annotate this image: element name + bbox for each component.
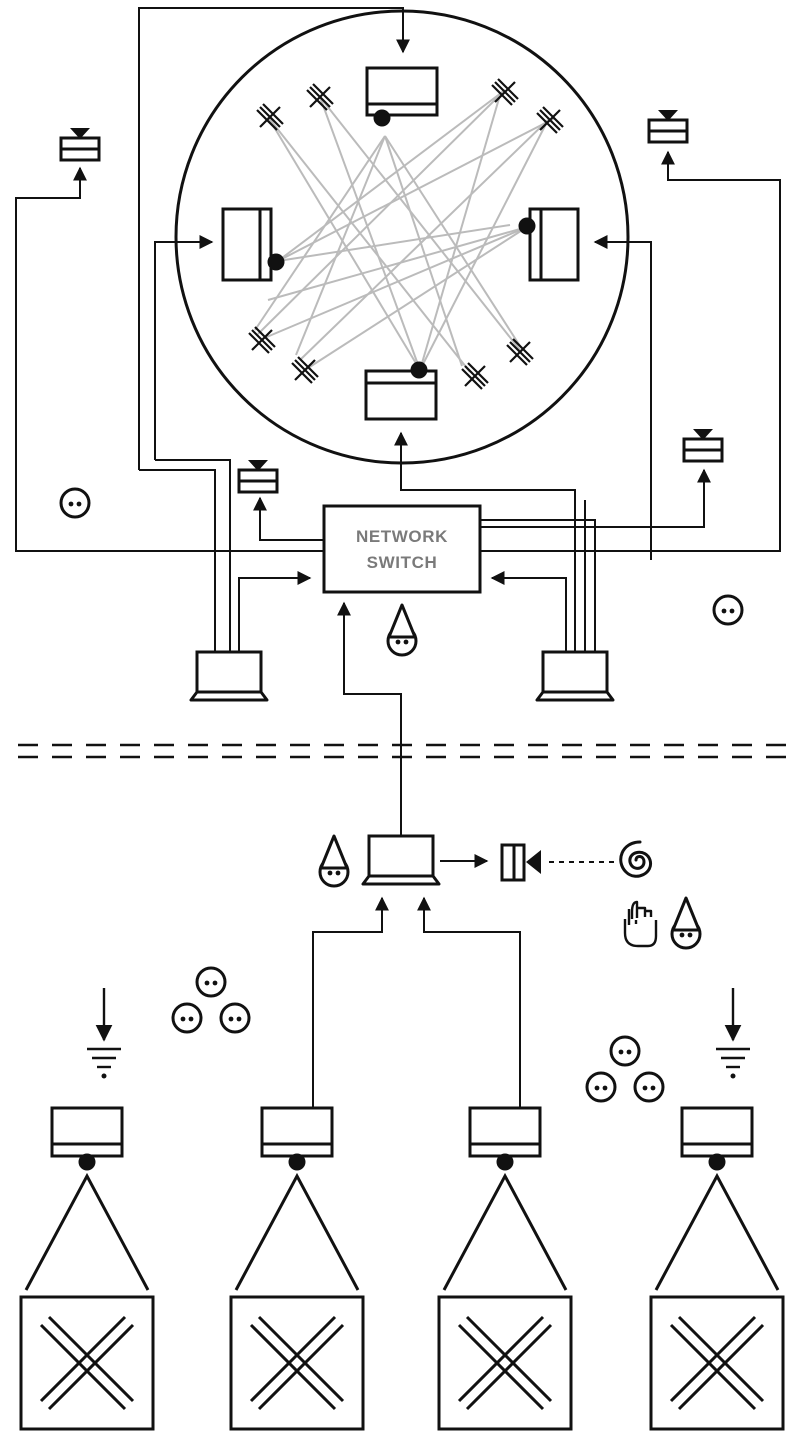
screen-box-icon bbox=[229, 1295, 365, 1431]
projector-icon bbox=[680, 1106, 754, 1171]
pointing-hand-icon bbox=[623, 900, 658, 948]
light-emitter-icon bbox=[237, 460, 279, 494]
projector-screen-rig bbox=[437, 1106, 573, 1431]
dashed-divider bbox=[18, 743, 797, 759]
network-switch: NETWORK SWITCH bbox=[322, 504, 482, 594]
ceiling-fixtures bbox=[87, 988, 750, 1079]
projector-screen-rig bbox=[19, 1106, 155, 1431]
ceiling-light-icon bbox=[87, 988, 121, 1079]
x-marker-icon bbox=[291, 356, 319, 384]
people bbox=[59, 487, 744, 1103]
laptop-icon bbox=[535, 650, 615, 702]
screen-box-icon bbox=[19, 1295, 155, 1431]
person-icon bbox=[712, 594, 744, 626]
x-marker-icon bbox=[461, 362, 489, 390]
bottom-rigs bbox=[19, 1106, 785, 1431]
laptops bbox=[189, 650, 615, 886]
projector-right bbox=[518, 207, 580, 282]
light-emitter-icon bbox=[682, 429, 724, 463]
group-of-people-icon bbox=[171, 1002, 203, 1034]
x-marker-icon bbox=[256, 103, 284, 131]
network-switch-label-line1: NETWORK bbox=[356, 527, 448, 546]
x-marker-icon bbox=[248, 326, 276, 354]
ceiling-light-icon bbox=[716, 988, 750, 1079]
projector-icon bbox=[50, 1106, 124, 1171]
group-of-people-icon bbox=[585, 1071, 617, 1103]
group-of-people-icon bbox=[609, 1035, 641, 1067]
x-markers bbox=[248, 78, 564, 390]
group-of-people-icon bbox=[195, 966, 227, 998]
group-of-people-icon bbox=[633, 1071, 665, 1103]
screen-box-icon bbox=[649, 1295, 785, 1431]
spiral-icon bbox=[619, 840, 653, 878]
emitters bbox=[59, 110, 724, 494]
screen-box-icon bbox=[437, 1295, 573, 1431]
x-marker-icon bbox=[306, 83, 334, 111]
projector-top bbox=[365, 66, 439, 127]
projector-bottom bbox=[364, 361, 438, 421]
camera-icon bbox=[500, 843, 541, 882]
projector-screen-rig bbox=[649, 1106, 785, 1431]
wizard-icon bbox=[318, 834, 350, 888]
light-emitter-icon bbox=[647, 110, 689, 144]
person-icon bbox=[59, 487, 91, 519]
x-marker-icon bbox=[536, 106, 564, 134]
light-beams bbox=[254, 89, 556, 373]
projector-icon bbox=[260, 1106, 334, 1171]
projector-screen-rig bbox=[229, 1106, 365, 1431]
x-marker-icon bbox=[491, 78, 519, 106]
wizard-icon bbox=[386, 603, 418, 657]
wizard-icon bbox=[670, 896, 702, 950]
group-of-people-icon bbox=[219, 1002, 251, 1034]
laptop-icon bbox=[189, 650, 269, 702]
projector-left bbox=[221, 207, 285, 282]
network-switch-label-line2: SWITCH bbox=[367, 553, 438, 572]
laptop-icon bbox=[361, 834, 441, 886]
projector-icon bbox=[468, 1106, 542, 1171]
x-marker-icon bbox=[506, 338, 534, 366]
light-emitter-icon bbox=[59, 128, 101, 162]
connections bbox=[15, 7, 781, 1108]
